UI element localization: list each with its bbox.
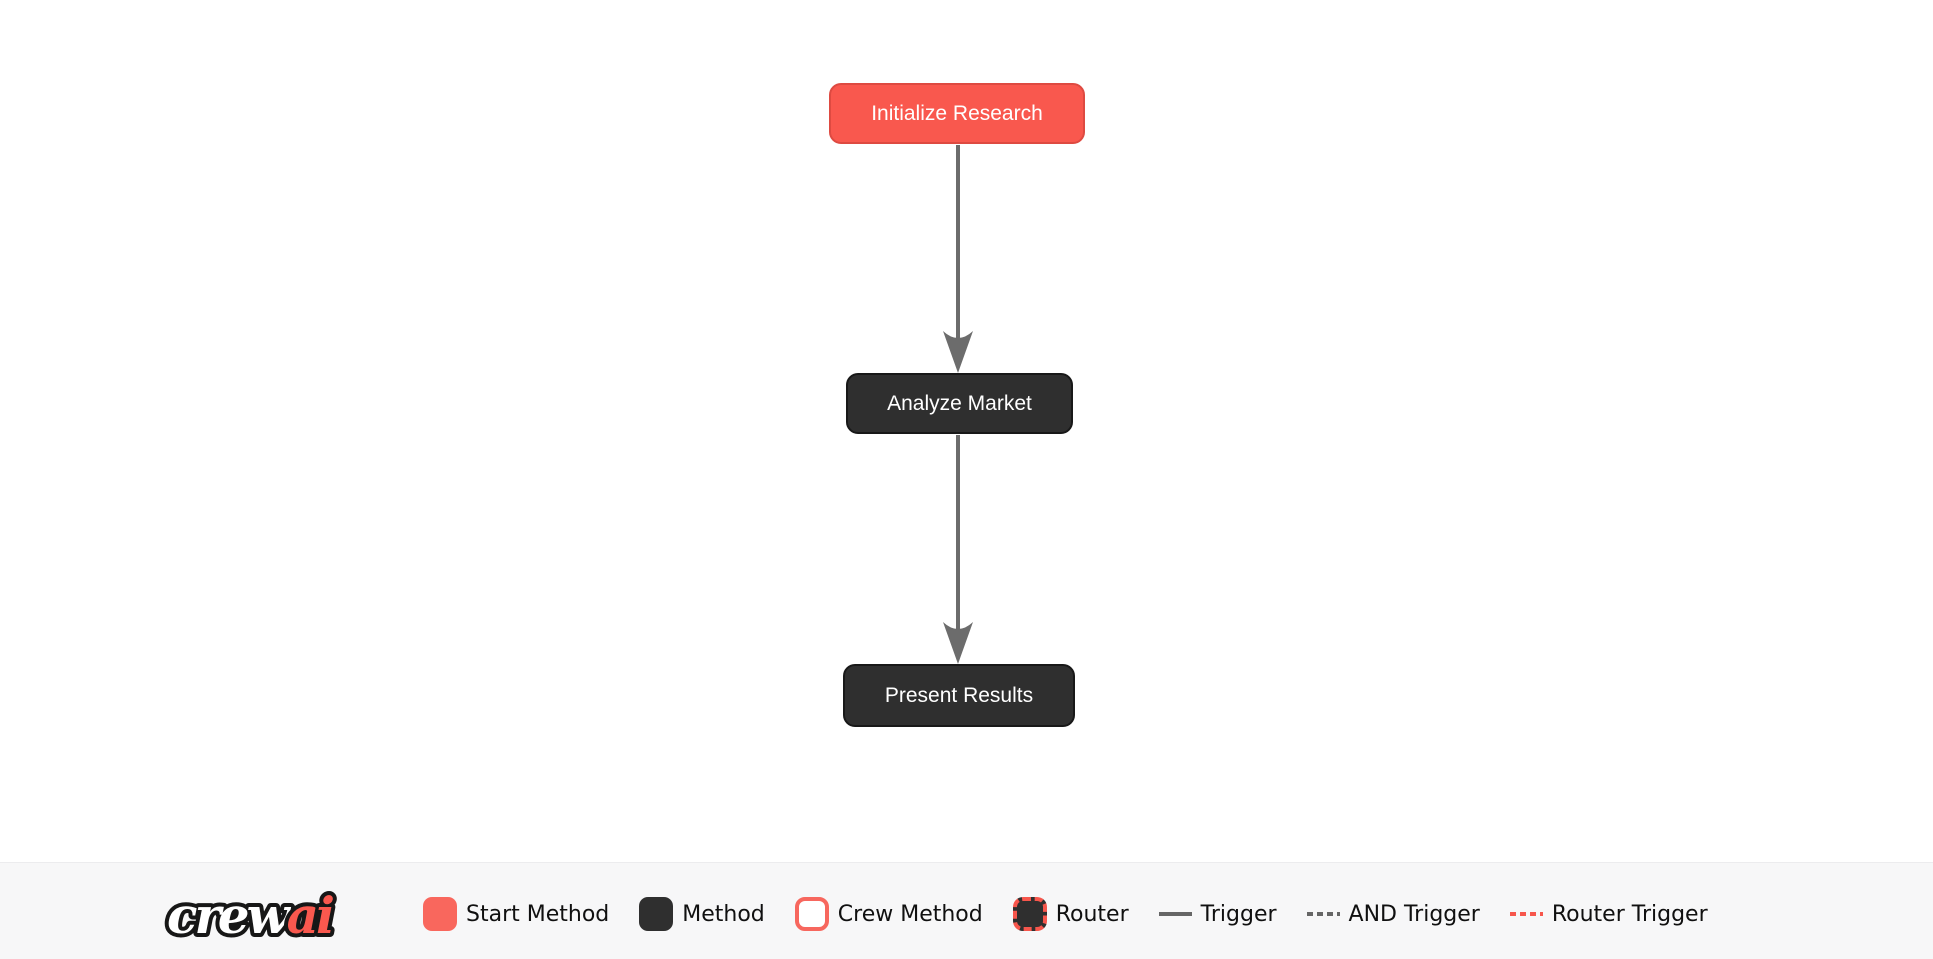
legend-label: Method [682,901,765,927]
and-trigger-line-swatch [1306,912,1340,916]
legend-label: AND Trigger [1348,901,1480,927]
legend-item-router-trigger: Router Trigger [1509,901,1708,927]
legend-label: Trigger [1200,901,1277,927]
flow-node-initialize-research[interactable]: Initialize Research [829,83,1085,144]
trigger-line-swatch [1158,912,1192,916]
flow-node-label: Present Results [884,683,1034,707]
legend-item-crew-method: Crew Method [794,897,983,931]
legend-item-trigger: Trigger [1158,901,1277,927]
flow-node-present-results[interactable]: Present Results [843,664,1075,727]
logo-word-ai: ai [287,886,333,945]
flow-node-label: Analyze Market [887,391,1032,415]
legend-label: Router Trigger [1551,901,1708,927]
start-method-swatch [423,897,457,931]
legend-item-start-method: Start Method [423,897,609,931]
legend-item-router: Router [1012,897,1129,931]
router-swatch [1012,897,1047,931]
method-swatch [639,897,674,931]
legend-bar: crewai Start Method Method Crew Method R… [0,862,1933,959]
edge-arrowhead-2 [943,622,973,664]
legend-label: Start Method [466,901,610,927]
logo-word-crew: crew [167,886,292,945]
crewai-logo: crewai [163,882,340,949]
legend-label: Router [1055,901,1129,927]
crew-method-swatch [794,897,829,931]
flow-node-label: Initialize Research [871,101,1043,125]
edge-arrowhead-1 [943,331,973,373]
flow-node-analyze-market[interactable]: Analyze Market [846,373,1073,434]
legend-label: Crew Method [837,901,983,927]
crewai-logo-text: crewai [167,886,333,945]
legend-item-method: Method [639,897,765,931]
router-trigger-line-swatch [1509,912,1543,916]
legend-item-and-trigger: AND Trigger [1306,901,1480,927]
